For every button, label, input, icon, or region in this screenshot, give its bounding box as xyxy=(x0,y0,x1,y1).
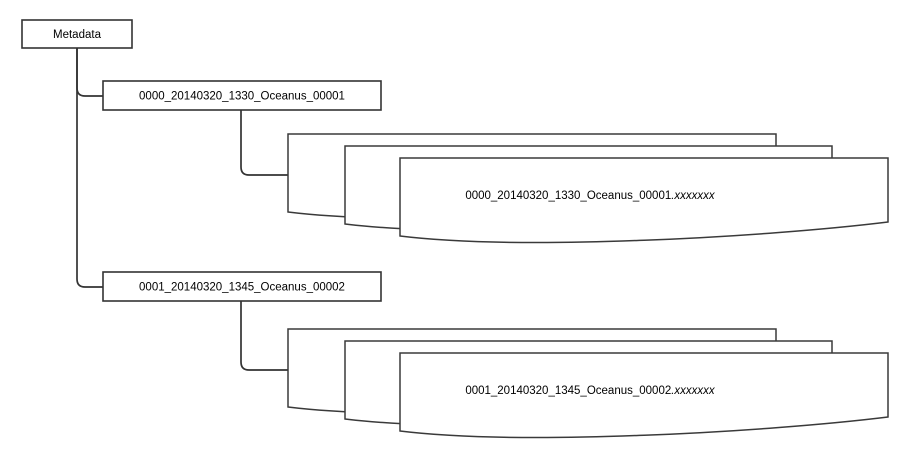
connector-branch-2-to-docs xyxy=(240,301,288,371)
document-stack-1[interactable]: 0000_20140320_1330_Oceanus_00001.xxxxxxx xyxy=(287,133,889,244)
document-front-2-label: 0001_20140320_1345_Oceanus_00002.xxxxxxx xyxy=(465,385,716,397)
branch-node-2-label: 0001_20140320_1345_Oceanus_00002 xyxy=(139,282,345,294)
document-front-2-label-extension: .xxxxxxx xyxy=(671,385,716,397)
branch-node-2[interactable]: 0001_20140320_1345_Oceanus_00002 xyxy=(102,271,382,302)
branch-node-2-box xyxy=(102,271,382,302)
connector-root-to-branch-1 xyxy=(76,48,103,97)
connector-branch-1-to-docs xyxy=(240,110,288,176)
branch-node-1-label: 0000_20140320_1330_Oceanus_00001 xyxy=(139,91,345,103)
document-front-1-label-base: 0000_20140320_1330_Oceanus_00001 xyxy=(465,190,671,202)
branch-node-1-box xyxy=(102,80,382,111)
document-front-1 xyxy=(399,157,889,244)
metadata-node-box xyxy=(21,19,133,49)
document-front-2-label-base: 0001_20140320_1345_Oceanus_00002 xyxy=(465,385,671,397)
document-front-1-label-extension: .xxxxxxx xyxy=(671,190,716,202)
connector-root-to-branch-2 xyxy=(76,48,103,288)
branch-node-1[interactable]: 0000_20140320_1330_Oceanus_00001 xyxy=(102,80,382,111)
document-front-2 xyxy=(399,352,889,439)
document-front-1-label: 0000_20140320_1330_Oceanus_00001.xxxxxxx xyxy=(465,190,716,202)
metadata-node[interactable]: Metadata xyxy=(21,19,133,49)
document-stack-2[interactable]: 0001_20140320_1345_Oceanus_00002.xxxxxxx xyxy=(287,328,889,439)
metadata-node-label: Metadata xyxy=(53,29,102,41)
